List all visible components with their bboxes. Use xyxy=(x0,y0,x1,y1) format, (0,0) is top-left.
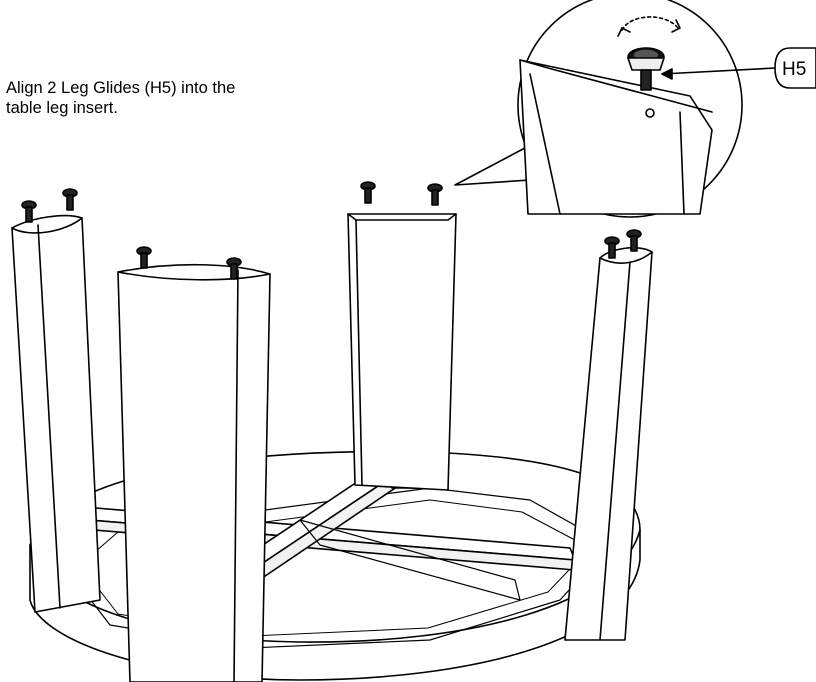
glide-detail xyxy=(628,48,664,90)
instruction-line-1: Align 2 Leg Glides (H5) into the xyxy=(6,79,236,97)
table-leg-right xyxy=(565,248,652,640)
table-leg-back-center xyxy=(348,214,456,490)
part-label-h5: H5 xyxy=(775,48,816,88)
glide-group xyxy=(22,182,641,279)
rotate-arrows-icon xyxy=(618,17,680,36)
part-label-text: H5 xyxy=(782,59,806,80)
instruction-text: Align 2 Leg Glides (H5) into the table l… xyxy=(6,78,366,118)
leg-glide xyxy=(361,182,375,203)
leg-glide xyxy=(137,247,151,268)
leg-glide xyxy=(605,237,619,258)
leg-glide xyxy=(227,258,241,279)
leg-glide xyxy=(22,201,36,222)
instruction-line-2: table leg insert. xyxy=(6,99,118,117)
leg-glide xyxy=(428,184,442,205)
leg-glide xyxy=(63,189,77,210)
table-leg-front xyxy=(118,265,270,682)
table-leg-back-left xyxy=(12,216,100,612)
zoom-callout xyxy=(455,0,742,217)
leg-glide xyxy=(627,230,641,251)
h5-pointer-arrow xyxy=(662,68,776,79)
